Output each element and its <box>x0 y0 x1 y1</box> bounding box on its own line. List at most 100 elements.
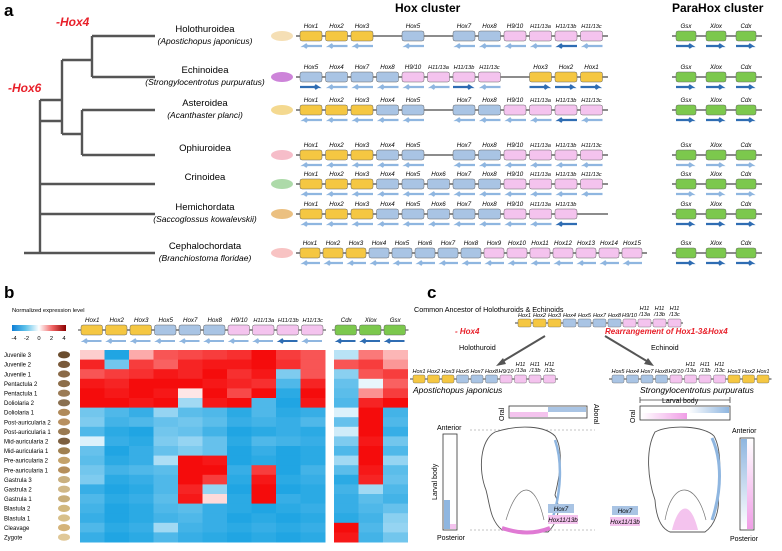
gene-label: Hox1 <box>584 64 598 71</box>
gene-label: H11/13a <box>530 172 551 178</box>
heatmap-col-gene-box <box>301 324 324 336</box>
panel-a-letter: a <box>4 1 14 20</box>
gene-box <box>577 318 592 328</box>
heatmap-cell <box>358 388 384 399</box>
heatmap-cell <box>334 407 359 418</box>
gene-label: Hox3 <box>349 240 364 247</box>
gene-label: Hox3 <box>355 201 370 208</box>
orientation-arrow <box>553 260 573 266</box>
orientation-arrow <box>376 162 399 168</box>
heatmap-cell <box>251 465 277 476</box>
heatmap-col-label: H11/13b <box>278 318 299 324</box>
gene-label: Hox7 <box>457 171 472 178</box>
gene-box <box>391 247 413 259</box>
gene-label: Hox14 <box>600 240 618 247</box>
orientation-arrow <box>402 117 424 123</box>
gene-label: H11/13c <box>581 172 602 178</box>
heatmap-col-gene-box <box>227 324 250 336</box>
heatmap-cell <box>104 398 130 409</box>
gene-box <box>580 149 603 161</box>
stage-label: Cleavage <box>4 526 30 532</box>
heatmap-cell <box>334 465 359 476</box>
orientation-arrow <box>576 260 596 266</box>
parahox-box <box>675 247 697 259</box>
heatmap-cell <box>202 455 228 466</box>
heatmap-cell <box>129 465 154 476</box>
heatmap-cell <box>383 398 408 409</box>
gene-box <box>350 104 374 116</box>
heatmap-cell <box>300 465 326 476</box>
gene-box <box>713 374 726 384</box>
orientation-arrow <box>415 260 435 266</box>
gene-label: Hox8 <box>482 142 497 149</box>
gene-box <box>350 149 374 161</box>
gene-box <box>554 178 578 190</box>
heatmap-col-label: Hox3 <box>134 317 149 324</box>
orientation-arrow <box>504 162 526 168</box>
gene-label: H11/13b <box>454 65 475 71</box>
gene-label: Hox8 <box>608 313 622 319</box>
taxon-name: Crinoidea <box>185 172 226 183</box>
stage-icon <box>58 437 70 445</box>
heatmap-col-arrow <box>203 338 224 344</box>
gene-label: Hox8 <box>482 171 497 178</box>
heatmap-cell <box>251 522 277 533</box>
orientation-arrow <box>580 191 603 197</box>
panel-c-letter: c <box>427 283 436 302</box>
heatmap-cell <box>227 532 252 543</box>
heatmap-cell <box>202 503 228 514</box>
heatmap-cell <box>334 522 359 533</box>
heatmap-col-arrow <box>80 338 102 344</box>
heatmap-cell <box>178 513 203 524</box>
stage-icon <box>58 408 70 416</box>
heatmap-cell <box>80 407 105 418</box>
heatmap-cell <box>358 350 384 361</box>
parahox-label: Cdx <box>740 240 752 247</box>
heatmap-col-label: Hox2 <box>110 317 125 324</box>
gene-label: Hox7 <box>457 201 472 208</box>
heatmap-cell <box>129 350 154 361</box>
heatmap-cell <box>80 465 105 476</box>
gene-box <box>401 71 425 83</box>
holothuroid-larva-schematic: Oral Aboral Anterior Posterior Larval bo… <box>432 404 599 542</box>
heatmap-cell <box>251 446 277 457</box>
organism-icon <box>271 150 293 160</box>
parahox-box <box>675 208 697 220</box>
heatmap-cell <box>358 513 384 524</box>
gene-label: H9/10 <box>507 142 524 149</box>
heatmap-cell <box>383 417 408 428</box>
parahox-label: Gsx <box>680 97 692 104</box>
gene-box <box>427 374 440 384</box>
stage-label: Doliolaria 2 <box>4 401 35 407</box>
parahox-box <box>705 104 727 116</box>
orientation-arrow <box>453 117 475 123</box>
heatmap-cell <box>276 359 301 370</box>
gene-box <box>350 30 374 42</box>
key-hox1113b-echi: Hox11/13b <box>610 519 640 526</box>
heatmap-cell <box>104 378 130 389</box>
heatmap-cell <box>178 474 203 485</box>
heatmap-cell <box>153 417 179 428</box>
gene-box <box>483 247 505 259</box>
parahox-box <box>705 149 727 161</box>
gene-label: Hox7 <box>593 313 607 319</box>
taxon-row: Echinoidea(Strongylocentrotus purpuratus… <box>145 64 762 90</box>
orientation-arrow <box>351 43 373 49</box>
gene-label: H11/13a <box>530 24 551 30</box>
heatmap-cell <box>104 513 130 524</box>
gene-box <box>401 178 425 190</box>
gene-box <box>622 318 637 328</box>
heatmap-cell <box>300 494 326 505</box>
stage-icon <box>58 533 70 541</box>
heatmap-cell <box>276 388 301 399</box>
heatmap-cell <box>129 455 154 466</box>
orientation-arrow <box>369 260 389 266</box>
gene-box <box>698 374 712 384</box>
gene-box <box>325 71 348 83</box>
heatmap-cell <box>104 532 130 543</box>
gene-box <box>299 104 323 116</box>
heatmap-cell <box>129 436 154 447</box>
